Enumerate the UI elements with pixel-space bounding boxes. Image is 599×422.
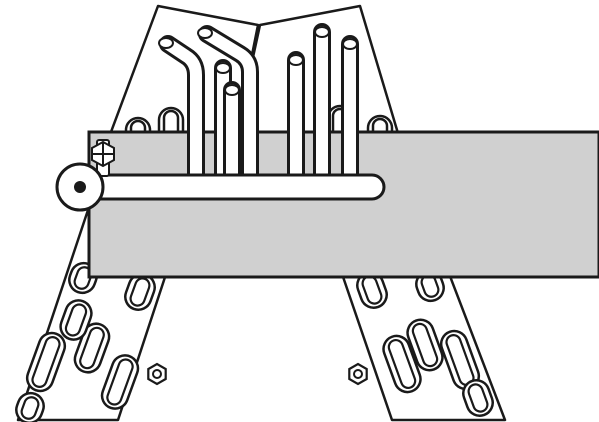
coil-slot <box>382 334 422 394</box>
tube-opening <box>158 37 174 49</box>
coil-slot <box>25 331 67 393</box>
coil-slot <box>100 354 140 410</box>
coil-slot <box>15 391 45 422</box>
left-leg-slots <box>15 261 156 422</box>
coil-slot <box>406 318 444 372</box>
tube-opening <box>314 26 330 38</box>
tube-opening <box>342 38 358 50</box>
right-leg-slots <box>356 269 494 417</box>
header-pipe-group <box>80 173 386 201</box>
header-pipe <box>80 173 386 201</box>
hex-nut <box>348 362 368 386</box>
coil-slot <box>462 379 494 417</box>
coil-slot <box>356 271 388 309</box>
pivot-roller <box>55 162 105 212</box>
hex-nuts <box>147 362 368 386</box>
tube-opening <box>197 27 213 39</box>
bolt-nut <box>91 139 115 177</box>
coil-slot <box>59 299 93 341</box>
coil-slot <box>415 269 445 303</box>
hex-nut <box>147 362 167 386</box>
lower-legs-group <box>15 208 507 422</box>
coil-slot <box>124 273 156 311</box>
upright-tubes <box>158 23 359 189</box>
tube-opening <box>215 62 231 74</box>
upright-tube <box>159 35 205 189</box>
roller-axle <box>74 181 86 193</box>
tube-opening <box>288 54 304 66</box>
upright-tube <box>198 25 259 189</box>
tube-opening <box>224 84 240 96</box>
coil-slot <box>439 329 481 391</box>
